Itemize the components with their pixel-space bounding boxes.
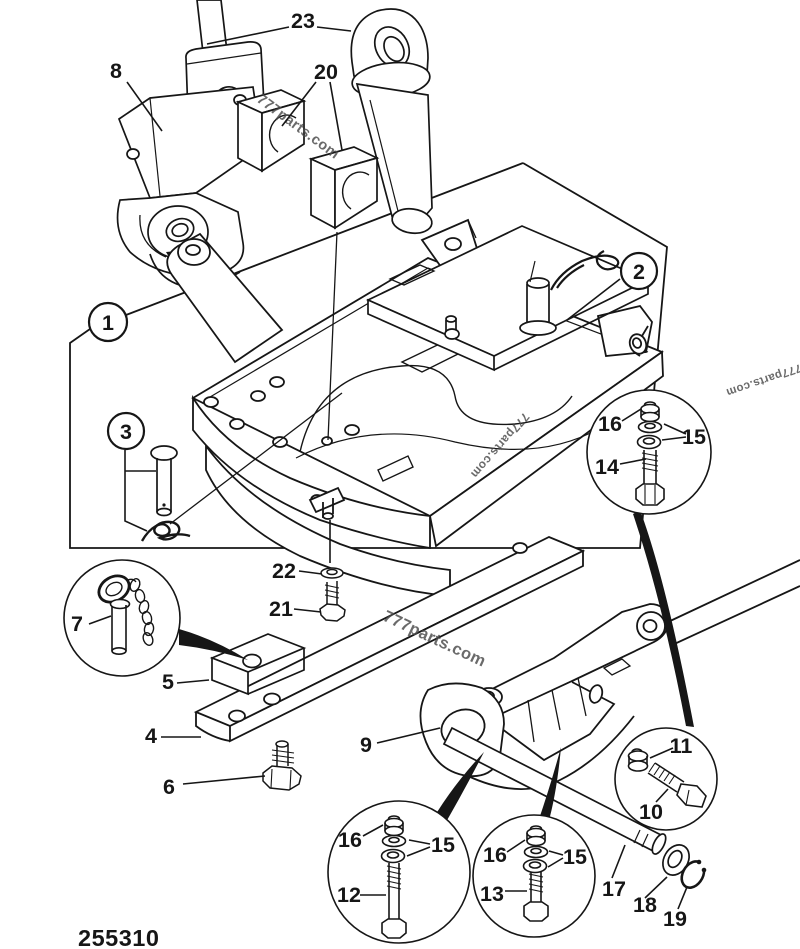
bolt-6: [262, 740, 302, 791]
damper-cylinder-23: [350, 8, 433, 235]
callout-21: 21: [269, 597, 293, 621]
callout-20: 20: [314, 60, 338, 84]
callout-16b: 16: [338, 828, 362, 852]
callout-23: 23: [291, 9, 315, 33]
number-callouts: 8 23 20 22 21 7 5 4 6 9 16 15 14 11 10 1…: [71, 9, 706, 931]
circlip-19: [680, 859, 707, 889]
callout-7: 7: [71, 612, 83, 636]
callout-14: 14: [595, 455, 619, 479]
top-plate-and-pin-2: [365, 225, 651, 372]
detail-bubble-10: [614, 727, 718, 831]
circled-callouts: 1 2 3: [87, 251, 659, 451]
detail-bubble-13: [472, 814, 596, 938]
callout-18: 18: [633, 893, 657, 917]
callout-13: 13: [480, 882, 504, 906]
callout-6: 6: [163, 775, 175, 799]
callout-12: 12: [337, 883, 361, 907]
leader-lines: [88, 26, 688, 910]
linch-pin-chain: [127, 578, 155, 646]
callout-16a: 16: [598, 412, 622, 436]
mounting-block-20a: [235, 89, 307, 173]
callout-1: 1: [102, 311, 114, 335]
callout-9: 9: [360, 733, 372, 757]
callout-10: 10: [639, 800, 663, 824]
washer-22-bolt-21: [319, 567, 346, 622]
detail-bubble-14: [586, 389, 712, 515]
callout-15b: 15: [431, 833, 455, 857]
callout-15c: 15: [563, 845, 587, 869]
callout-22: 22: [272, 559, 296, 583]
callout-19: 19: [663, 907, 687, 931]
callout-17: 17: [602, 877, 626, 901]
callout-16c: 16: [483, 843, 507, 867]
callout-circle-3: [106, 411, 146, 451]
washer-18: [662, 844, 690, 876]
callout-4: 4: [145, 724, 157, 748]
callout-circle-1: [87, 301, 129, 343]
detail-bubble-12: [327, 800, 471, 944]
mounting-block-20b: [308, 146, 380, 230]
callout-2: 2: [633, 260, 645, 284]
callout-5: 5: [162, 670, 174, 694]
callout-3: 3: [120, 420, 132, 444]
callout-15a: 15: [682, 425, 706, 449]
callout-8: 8: [110, 59, 122, 83]
bracket-5: [209, 633, 307, 696]
callout-circle-2: [619, 251, 659, 291]
detail-bubble-7: [63, 559, 181, 677]
callout-11: 11: [670, 734, 693, 758]
watermark-right: 777parts.com: [724, 361, 800, 398]
figure-part-number: 255310: [78, 925, 159, 949]
clevis-pin-3: [140, 445, 191, 542]
drawbar-4: [193, 536, 586, 743]
